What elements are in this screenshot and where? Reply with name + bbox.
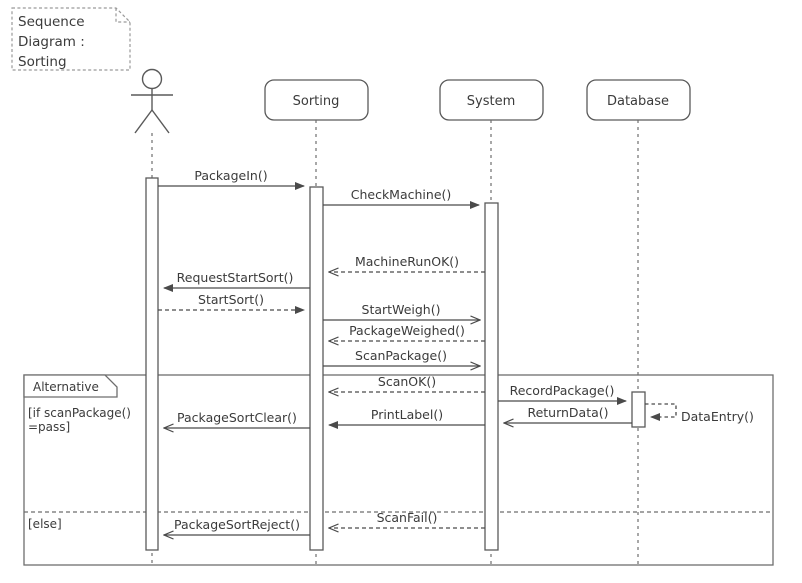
message-package-sort-reject[interactable]: PackageSortReject(): [164, 517, 310, 535]
message-request-start-sort[interactable]: RequestStartSort(): [163, 270, 310, 292]
message-request-start-sort-label: RequestStartSort(): [177, 270, 294, 285]
alt-fragment-label: Alternative: [33, 380, 99, 394]
message-scan-package-label: ScanPackage(): [355, 348, 447, 363]
message-scan-fail-label: ScanFail(): [377, 510, 438, 525]
message-machine-run-ok-label: MachineRunOK(): [355, 254, 459, 269]
message-scan-ok[interactable]: ScanOK(): [329, 374, 485, 392]
message-scan-ok-label: ScanOK(): [378, 374, 436, 389]
message-print-label-label: PrintLabel(): [371, 407, 443, 422]
message-package-sort-clear[interactable]: PackageSortClear(): [164, 410, 310, 428]
message-start-sort[interactable]: StartSort(): [158, 292, 305, 314]
message-package-in-label: PackageIn(): [194, 168, 267, 183]
alt-fragment: Alternative [if scanPackage() =pass] [el…: [23, 374, 774, 566]
message-package-sort-reject-label: PackageSortReject(): [174, 517, 300, 532]
message-record-package-label: RecordPackage(): [510, 383, 615, 398]
message-machine-run-ok[interactable]: MachineRunOK(): [329, 254, 485, 272]
actor-stick-figure[interactable]: [131, 68, 173, 134]
self-message-data-entry-label: DataEntry(): [681, 409, 754, 424]
note-fold-corner-icon: [115, 8, 130, 23]
message-return-data[interactable]: ReturnData(): [504, 405, 632, 423]
alt-guard-1-line-2: =pass]: [28, 420, 70, 434]
self-message-data-entry-arrow: [645, 403, 677, 421]
message-check-machine-label: CheckMachine(): [351, 187, 452, 202]
lifeline-head-sorting[interactable]: Sorting: [264, 79, 369, 121]
alt-fragment-border: [23, 374, 774, 566]
message-start-weigh-label: StartWeigh(): [362, 302, 441, 317]
note-box-outline: [11, 7, 131, 71]
self-message-data-entry[interactable]: DataEntry(): [645, 403, 754, 424]
activation-bar-sorting: [309, 186, 324, 551]
lifeline-head-system[interactable]: System: [439, 79, 544, 121]
message-check-machine[interactable]: CheckMachine(): [323, 187, 480, 209]
activation-bar-actor: [145, 177, 159, 551]
lifeline-head-sorting-label: Sorting: [293, 94, 340, 109]
note-box: Sequence Diagram : Sorting: [11, 7, 131, 71]
actor-leg-left-icon: [134, 109, 153, 134]
message-record-package[interactable]: RecordPackage(): [498, 383, 627, 405]
alt-guard-2-line-1: [else]: [28, 517, 62, 531]
alt-guard-1-line-1: [if scanPackage(): [28, 406, 131, 420]
message-package-in[interactable]: PackageIn(): [158, 168, 305, 190]
alt-fragment-label-pentagon: [23, 374, 118, 398]
message-start-sort-label: StartSort(): [198, 292, 264, 307]
message-return-data-label: ReturnData(): [527, 405, 608, 420]
message-print-label[interactable]: PrintLabel(): [328, 407, 485, 429]
message-package-weighed-label: PackageWeighed(): [349, 323, 465, 338]
activation-bar-system: [484, 202, 499, 551]
actor-leg-right-icon: [151, 109, 170, 134]
message-scan-package[interactable]: ScanPackage(): [323, 348, 480, 366]
lifeline-head-system-label: System: [467, 94, 515, 109]
message-package-weighed[interactable]: PackageWeighed(): [329, 323, 485, 341]
note-line-3: Sorting: [18, 54, 67, 70]
actor-head-icon: [141, 68, 163, 90]
activation-bar-database: [631, 391, 646, 428]
note-line-2: Diagram :: [18, 34, 85, 50]
message-start-weigh[interactable]: StartWeigh(): [323, 302, 480, 320]
message-package-sort-clear-label: PackageSortClear(): [177, 410, 297, 425]
activation-bars: [145, 177, 646, 551]
message-scan-fail[interactable]: ScanFail(): [329, 510, 485, 528]
note-line-1: Sequence: [18, 14, 85, 30]
lifeline-head-database-label: Database: [607, 94, 669, 109]
lifeline-head-database[interactable]: Database: [586, 79, 691, 121]
